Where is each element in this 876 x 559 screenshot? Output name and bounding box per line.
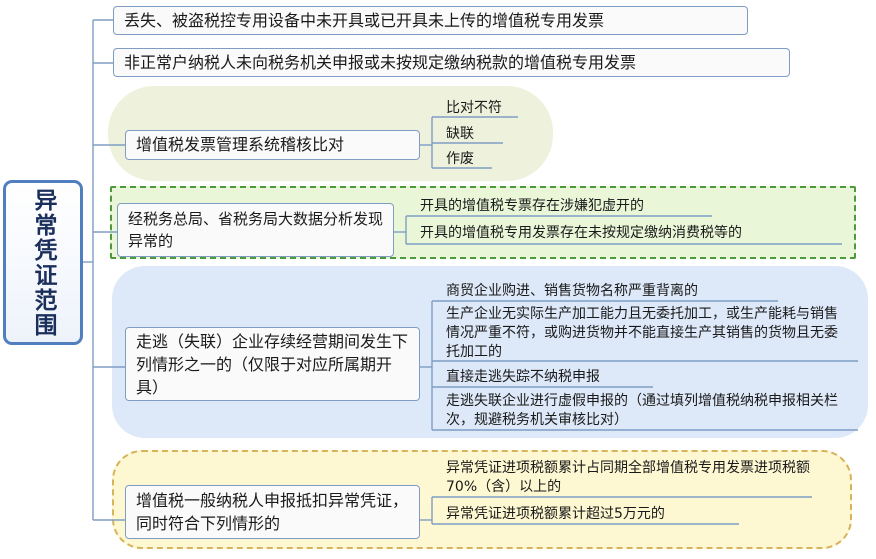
branch-audit-comparison: 增值税发票管理系统稽核比对	[125, 130, 420, 160]
leaf-no-production: 生产企业无实际生产加工能力且无委托加工，或生产能耗与销售情况严重不符，或购进货物…	[446, 306, 838, 360]
branch-label: 增值税一般纳税人申报抵扣异常凭证，同时符合下列情形的	[136, 491, 409, 533]
branch-label: 走逃（失联）企业存续经营期间发生下列情形之一的（仅限于对应所属期开具）	[136, 331, 409, 397]
leaf-missing-copy: 缺联	[446, 126, 474, 142]
branch-label: 增值税发票管理系统稽核比对	[136, 135, 345, 154]
leaf-false-declaration: 走逃失联企业进行虚假申报的（通过填列增值税纳税申报相关栏次，规避税务机关审核比对…	[446, 393, 838, 428]
leaf-no-declaration: 直接走逃失踪不纳税申报	[446, 369, 600, 385]
branch-lost-invoices: 丢失、被盗税控专用设备中未开具或已开具未上传的增值税专用发票	[113, 6, 748, 35]
leaf-mismatch: 比对不符	[446, 100, 502, 116]
root-title: 异常凭证范围	[30, 187, 56, 338]
leaf-voided: 作废	[446, 151, 474, 167]
branch-deduction-abnormal: 增值税一般纳税人申报抵扣异常凭证，同时符合下列情形的	[125, 485, 420, 539]
branch-abscond-enterprise: 走逃（失联）企业存续经营期间发生下列情形之一的（仅限于对应所属期开具）	[125, 327, 420, 401]
root-node: 异常凭证范围	[3, 180, 83, 345]
leaf-false-invoice: 开具的增值税专票存在涉嫌犯虚开的	[420, 198, 644, 214]
branch-bigdata-analysis: 经税务总局、省税务局大数据分析发现异常的	[117, 203, 394, 257]
branch-abnormal-taxpayer: 非正常户纳税人未向税务机关申报或未按规定缴纳税款的增值税专用发票	[113, 48, 790, 77]
leaf-ratio-70: 异常凭证进项税额累计占同期全部增值税专用发票进项税额70%（含）以上的	[446, 460, 810, 495]
leaf-over-50k: 异常凭证进项税额累计超过5万元的	[446, 506, 665, 522]
leaf-goods-mismatch: 商贸企业购进、销售货物名称严重背离的	[446, 283, 698, 299]
leaf-consumption-tax: 开具的增值税专用发票存在未按规定缴纳消费税等的	[420, 225, 742, 241]
branch-label: 经税务总局、省税务局大数据分析发现异常的	[128, 210, 384, 250]
branch-label: 丢失、被盗税控专用设备中未开具或已开具未上传的增值税专用发票	[124, 10, 605, 30]
branch-label: 非正常户纳税人未向税务机关申报或未按规定缴纳税款的增值税专用发票	[124, 52, 637, 72]
